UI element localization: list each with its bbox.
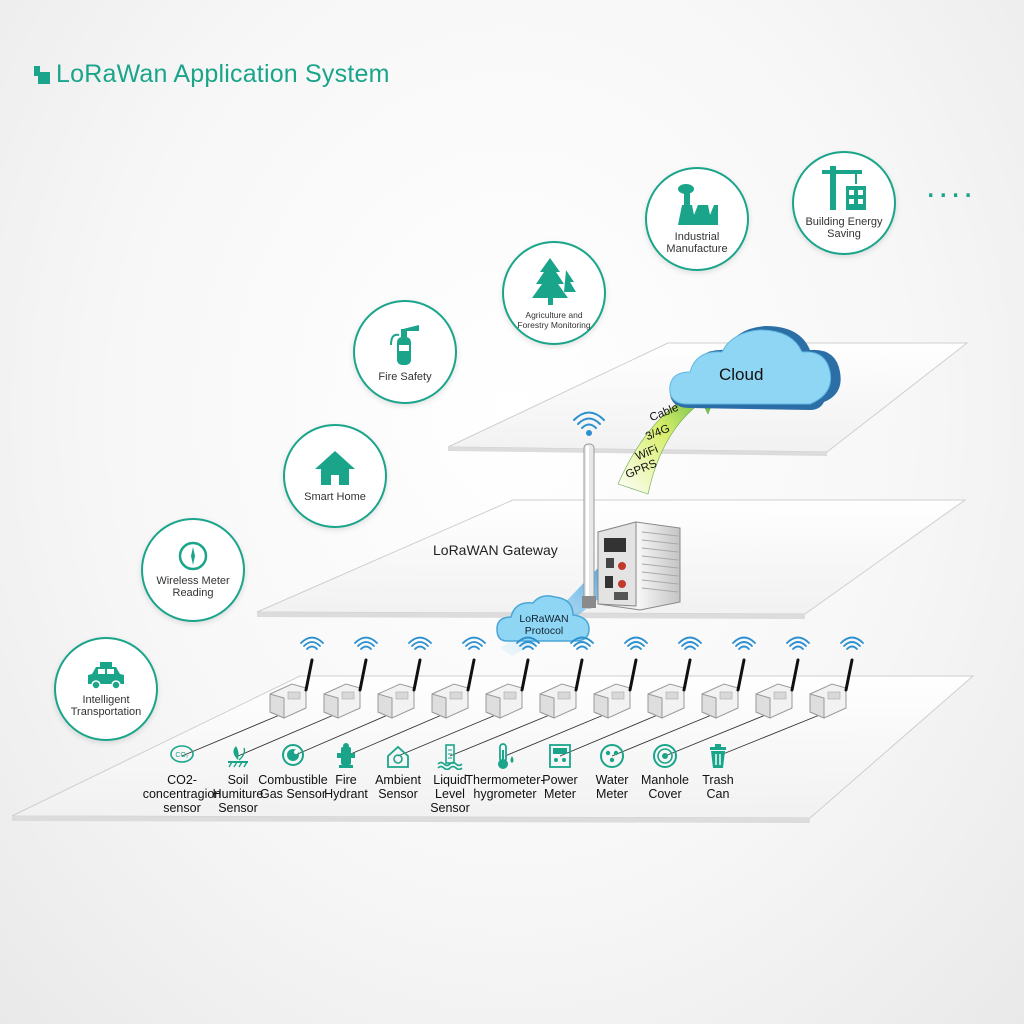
app-wireless-meter-reading: Wireless Meter Reading	[141, 518, 245, 622]
soil-icon	[224, 742, 252, 770]
sensor-label: Fire Hydrant	[324, 773, 368, 801]
lora-module	[647, 636, 702, 719]
manhole-icon	[651, 742, 679, 770]
cloud-label: Cloud	[719, 365, 764, 384]
sensor-label: Liquid Level Sensor	[430, 773, 470, 815]
lora-module	[755, 636, 810, 719]
protocol-cloud	[496, 595, 590, 642]
title-text: LoRaWan Application System	[56, 60, 390, 88]
app-label: Intelligent Transportation	[70, 694, 142, 718]
gas-icon	[279, 742, 307, 770]
lora-module	[485, 636, 540, 719]
app-label: Smart Home	[304, 491, 366, 503]
ambient-icon	[384, 742, 412, 770]
sensor-label: Manhole Cover	[641, 773, 689, 801]
water-meter-icon	[598, 742, 626, 770]
sensor-label: Combustible Gas Sensor	[258, 773, 328, 801]
brand-logo-icon	[34, 65, 50, 84]
lora-module	[431, 636, 486, 719]
power-meter-icon	[546, 742, 574, 770]
factory-icon	[678, 184, 718, 225]
main-cloud	[669, 326, 841, 410]
fire-extinguisher-icon	[390, 325, 419, 365]
gateway-device	[597, 521, 681, 611]
app-intelligent-transportation: Intelligent Transportation	[54, 637, 158, 741]
app-smart-home: Smart Home	[283, 424, 387, 528]
lora-module	[377, 636, 432, 719]
app-industrial-manufacture: Industrial Manufacture	[645, 167, 749, 271]
app-label: Agriculture and Forestry Monitoring	[517, 310, 591, 330]
sensor-label: Trash Can	[702, 773, 734, 801]
app-label: Building Energy Saving	[805, 216, 883, 240]
sensor-label: CO2- concentragion sensor	[142, 773, 222, 815]
lora-module	[809, 636, 864, 719]
gateway-wifi-icon	[573, 411, 605, 436]
app-agriculture-forestry: Agriculture and Forestry Monitoring	[502, 241, 606, 345]
hydrant-icon	[332, 742, 360, 770]
sensor-label: Thermometer- hygrometer	[465, 773, 545, 801]
svg-text:CO₂: CO₂	[175, 752, 189, 759]
protocol-label: LoRaWAN Protocol	[519, 613, 569, 637]
lora-module	[323, 636, 378, 719]
compass-meter-icon	[178, 541, 208, 571]
co2-icon: CO₂	[168, 742, 196, 770]
sensor-label: Power Meter	[542, 773, 578, 801]
trash-icon	[704, 742, 732, 770]
sensor-label: Soil Humiture Sensor	[212, 773, 264, 815]
page-title: LoRaWan Application System	[34, 60, 390, 89]
gateway-antenna	[582, 443, 596, 609]
liquid-level-icon	[436, 742, 464, 771]
crane-building-icon	[822, 166, 866, 210]
car-icon	[88, 662, 124, 690]
lora-module	[269, 636, 324, 719]
lora-module	[539, 636, 594, 719]
sensor-plane	[11, 675, 975, 823]
app-label: Fire Safety	[378, 371, 432, 383]
sensor-wires	[181, 713, 823, 757]
app-label: Wireless Meter Reading	[156, 575, 230, 599]
gateway-layer-label: LoRaWAN Gateway	[433, 542, 558, 558]
lora-module	[701, 636, 756, 719]
lora-module	[593, 636, 648, 719]
app-label: Industrial Manufacture	[666, 231, 728, 255]
app-fire-safety: Fire Safety	[353, 300, 457, 404]
sensor-label: Ambient Sensor	[375, 773, 421, 801]
house-icon	[315, 451, 355, 485]
app-building-energy-saving: Building Energy Saving	[792, 151, 896, 255]
thermometer-icon	[491, 742, 519, 770]
tree-icon	[532, 258, 576, 305]
sensor-label: Water Meter	[595, 773, 629, 801]
